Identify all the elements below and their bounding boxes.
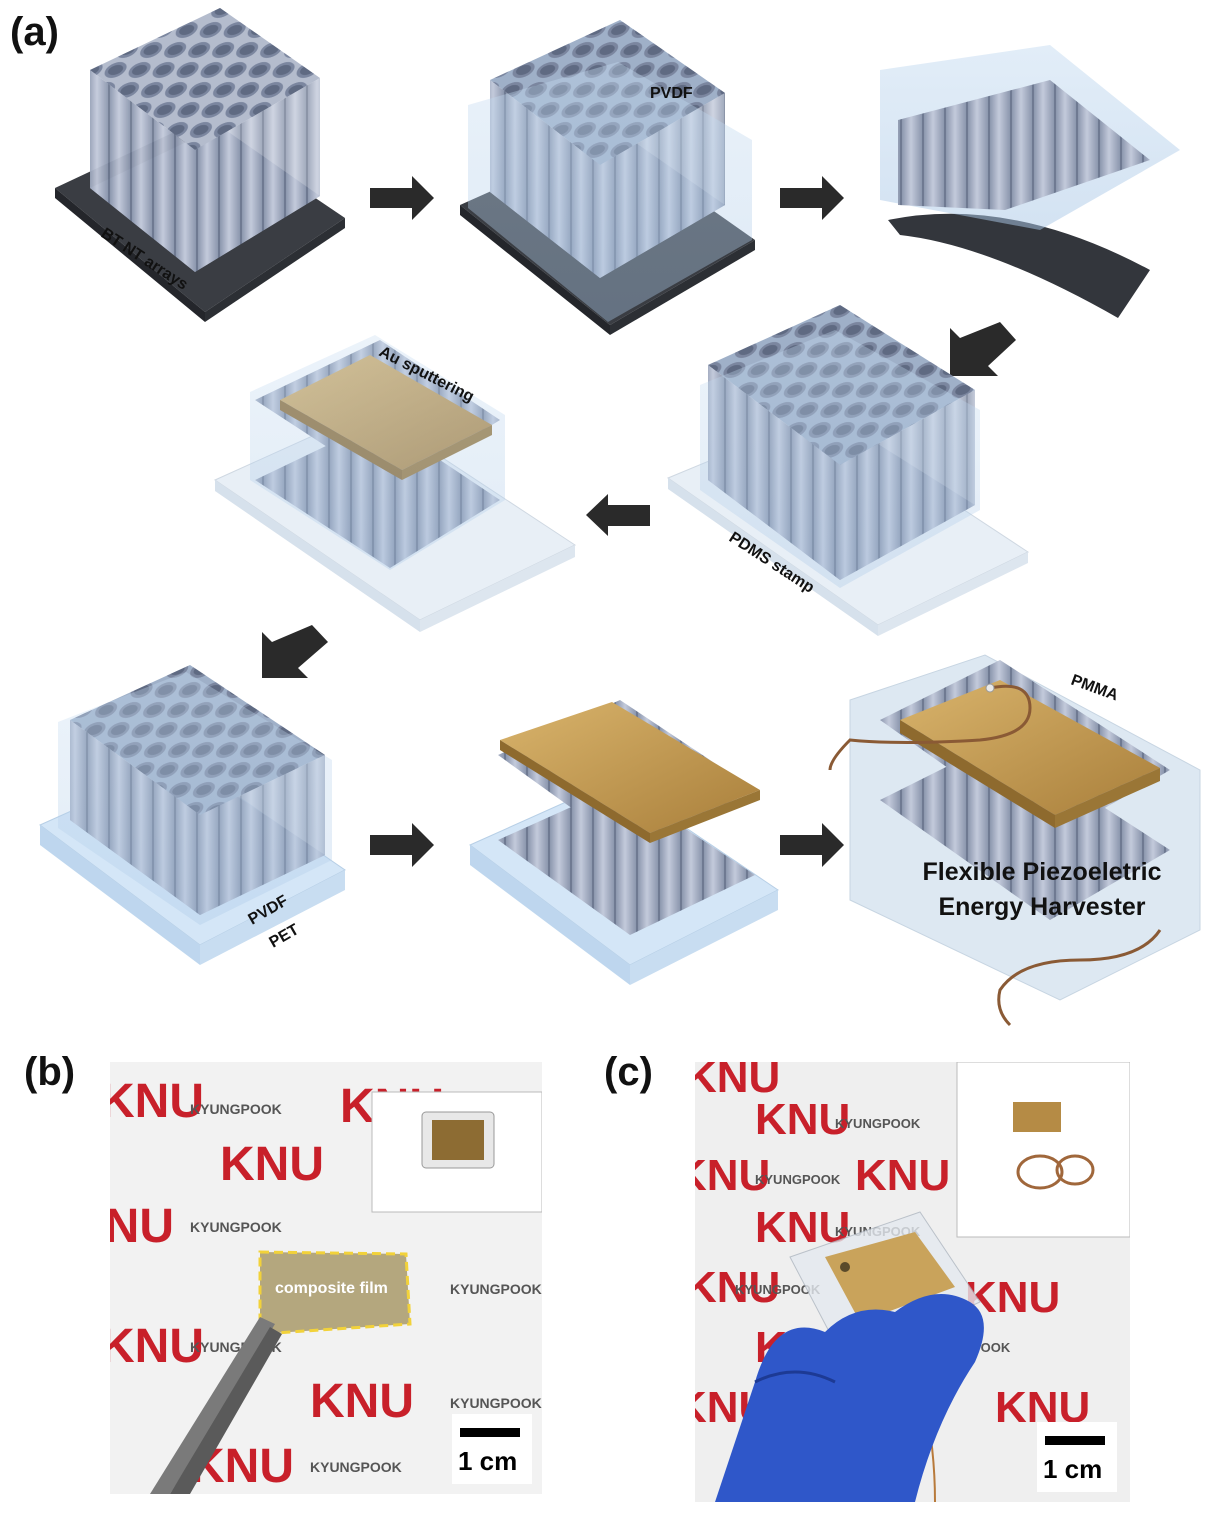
arrow-3 (950, 322, 1016, 376)
svg-text:KYUNGPOOK: KYUNGPOOK (450, 1395, 542, 1411)
scale-text-b: 1 cm (458, 1446, 518, 1476)
photo-b: KNU KNU KNU KNU KNU KNU KNU KNU KYUNGPOO… (110, 1062, 542, 1494)
device-title-line2: Energy Harvester (938, 893, 1145, 921)
arrow-5 (262, 625, 328, 678)
block-peel-off (880, 45, 1180, 318)
svg-text:KNU: KNU (110, 1320, 204, 1373)
svg-text:KNU: KNU (220, 1138, 324, 1191)
svg-text:KNU: KNU (110, 1075, 204, 1128)
photo-c: KNU KNU KNU KNU KNU KNU KNU KNU KNU KNU … (695, 1062, 1130, 1502)
svg-text:KNU: KNU (110, 1200, 174, 1253)
arrow-4 (586, 494, 650, 536)
label-pmma: PMMA (1069, 672, 1121, 705)
svg-text:KYUNGPOOK: KYUNGPOOK (450, 1281, 542, 1297)
arrow-1 (370, 176, 434, 220)
arrow-7 (780, 823, 844, 867)
knu-background-b: KNU KNU KNU KNU KNU KNU KNU KNU KYUNGPOO… (110, 1075, 542, 1494)
block-top-electrode (469, 700, 779, 985)
svg-text:KYUNGPOOK: KYUNGPOOK (310, 1459, 402, 1475)
label-pvdf-top: PVDF (650, 85, 693, 102)
svg-text:KNU: KNU (695, 1263, 780, 1312)
arrow-6 (370, 823, 434, 867)
block-bt-nt-arrays (55, 8, 345, 322)
scale-bar-b: 1 cm (452, 1414, 532, 1484)
fabrication-schematic: BT NT arrays PVDF PDMS stamp (39, 8, 1201, 1027)
panel-label-a: (a) (10, 10, 59, 54)
svg-text:KYUNGPOOK: KYUNGPOOK (190, 1101, 282, 1117)
block-au-sputtering (213, 335, 577, 632)
block-pvdf-pet (39, 665, 346, 965)
svg-text:KNU: KNU (755, 1095, 850, 1144)
panel-label-c: (c) (604, 1050, 653, 1094)
device-title-line1: Flexible Piezoeletric (923, 858, 1162, 886)
composite-film-label: composite film (275, 1280, 388, 1297)
scale-line-b (460, 1428, 520, 1437)
svg-text:KYUNGPOOK: KYUNGPOOK (735, 1282, 821, 1297)
block-device-pmma (828, 654, 1201, 1027)
svg-text:KYUNGPOOK: KYUNGPOOK (755, 1172, 841, 1187)
svg-text:KNU: KNU (310, 1375, 414, 1428)
panel-label-b: (b) (24, 1050, 76, 1094)
svg-text:KYUNGPOOK: KYUNGPOOK (835, 1116, 921, 1131)
block-pdms-stamp (666, 305, 1030, 636)
svg-text:KYUNGPOOK: KYUNGPOOK (190, 1219, 282, 1235)
svg-text:KNU: KNU (695, 1062, 780, 1102)
scale-text-c: 1 cm (1043, 1454, 1103, 1484)
block-pvdf-infiltrated (460, 20, 755, 335)
knu-background-c: KNU KNU KNU KNU KNU KNU KNU KNU KNU KNU … (695, 1062, 1130, 1502)
arrow-2 (780, 176, 844, 220)
svg-text:KNU: KNU (855, 1151, 950, 1200)
scale-bar-c: 1 cm (1037, 1422, 1117, 1492)
scale-line-c (1045, 1436, 1105, 1445)
svg-text:KNU: KNU (695, 1151, 770, 1200)
